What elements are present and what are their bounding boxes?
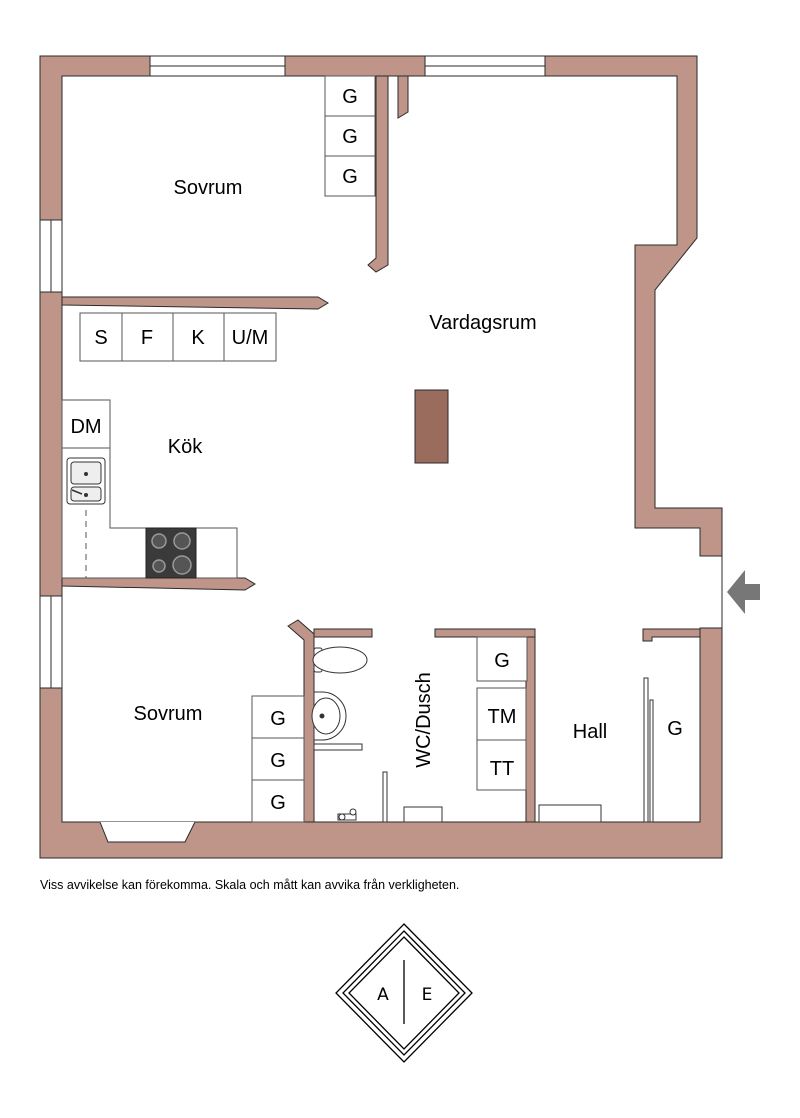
kitchen-sink-icon <box>66 457 106 505</box>
wardrobe-label-4: G <box>270 708 286 730</box>
stove-icon <box>145 527 197 579</box>
closet-sliding-door <box>643 677 654 823</box>
hall-bench <box>538 804 602 823</box>
disclaimer-text: Viss avvikelse kan förekomma. Skala och … <box>40 878 460 892</box>
appliance-tt: TT <box>490 758 514 780</box>
wardrobe-label-8: G <box>667 718 683 740</box>
appliance-um: U/M <box>232 327 269 349</box>
laundry-cabinets <box>476 636 528 791</box>
washbasin-icon <box>311 691 363 751</box>
wardrobe-label-1: G <box>342 86 358 108</box>
appliance-k: K <box>191 327 205 349</box>
room-label-living-room: Vardagsrum <box>429 312 536 334</box>
room-label-bedroom-bottom: Sovrum <box>134 703 203 725</box>
logo-letter-right: E <box>422 985 433 1005</box>
wardrobe-label-3: G <box>342 166 358 188</box>
room-label-bathroom: WC/Dusch <box>413 672 435 768</box>
room-label-bedroom-top: Sovrum <box>174 177 243 199</box>
room-label-kitchen: Kök <box>168 436 203 458</box>
room-label-hall: Hall <box>573 721 607 743</box>
appliance-dm: DM <box>70 416 101 438</box>
bay-window <box>99 821 196 843</box>
floor-plan: G G G S F K U/M DM G G G <box>39 55 760 859</box>
appliance-s: S <box>94 327 107 349</box>
appliance-tm: TM <box>488 706 517 728</box>
shower-drain <box>403 806 443 823</box>
kitchen-appliance-row <box>79 312 277 362</box>
wardrobe-label-5: G <box>270 750 286 772</box>
outer-wall <box>39 55 723 859</box>
shower-tap-icon <box>337 808 357 821</box>
wardrobes-bottom <box>251 695 305 823</box>
logo-letter-left: A <box>377 985 389 1005</box>
toilet-icon <box>312 646 368 674</box>
appliance-f: F <box>141 327 153 349</box>
wardrobes-top <box>324 75 376 197</box>
shower-screen <box>382 771 388 823</box>
brand-logo: A E <box>335 923 473 1063</box>
wardrobe-label-7: G <box>494 650 510 672</box>
wardrobe-label-2: G <box>342 126 358 148</box>
wardrobe-label-6: G <box>270 792 286 814</box>
entrance-arrow-icon <box>727 570 760 614</box>
column <box>414 389 449 464</box>
